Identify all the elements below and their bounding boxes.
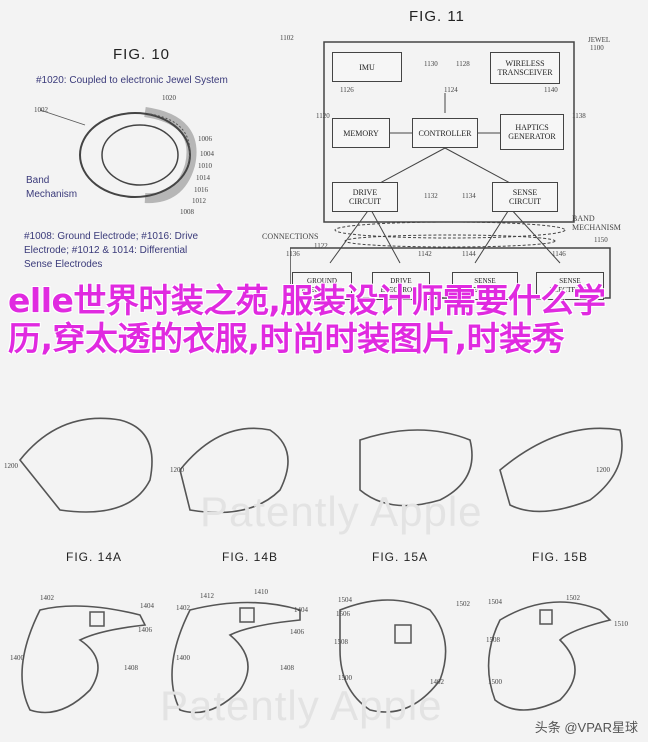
fig14a-ref-1400: 1400 xyxy=(10,654,24,662)
fig11-ref-1142: 1142 xyxy=(418,250,432,258)
fig11-ref-1130: 1130 xyxy=(424,60,438,68)
fig11-box-sense-electrode-2: SENSE ELECTRODE xyxy=(536,272,604,300)
fig14b-ref-1406: 1406 xyxy=(290,628,304,636)
fig11-box-haptics: HAPTICS GENERATOR xyxy=(500,114,564,150)
fig14a-ref-1408: 1408 xyxy=(124,664,138,672)
fig11-ref-1128: 1128 xyxy=(456,60,470,68)
fig14b-title: FIG. 14B xyxy=(222,550,279,564)
fig10-ref-1016: 1016 xyxy=(194,186,208,194)
fig11-band-label: BAND MECHANISM xyxy=(572,214,621,232)
fig14a-title: FIG. 14A xyxy=(66,550,123,564)
fig15b-ref-1508: 1508 xyxy=(486,636,500,644)
fig11-ref-1146: 1146 xyxy=(552,250,566,258)
fig11-ref-1126: 1126 xyxy=(340,86,354,94)
fig10-band-label: Band Mechanism xyxy=(26,175,78,200)
fig11-ref-1138: 1138 xyxy=(572,112,586,120)
fig10-ref-1004: 1004 xyxy=(200,150,214,158)
fig15a-ref-1504: 1504 xyxy=(338,596,352,604)
fig14b-ref-1404: 1404 xyxy=(294,606,308,614)
fig14a-ref-1404: 1404 xyxy=(140,602,154,610)
fig15b-ref-1504: 1504 xyxy=(488,598,502,606)
source-credit: 头条 @VPAR星球 xyxy=(534,720,638,735)
fig11-box-imu: IMU xyxy=(332,52,402,82)
fig10-ref-1014: 1014 xyxy=(196,174,210,182)
fig10-ref-1006: 1006 xyxy=(198,135,212,143)
fig15b-ref-1502: 1502 xyxy=(566,594,580,602)
fig11-ref-1132: 1132 xyxy=(424,192,438,200)
fig11-ref-1144: 1144 xyxy=(462,250,476,258)
fig11-jewel-ref: 1100 xyxy=(590,44,604,52)
mid-hands-drawing xyxy=(18,417,623,514)
fig11-connections-label: CONNECTIONS xyxy=(262,232,319,241)
fig15a-ref-1402: 1402 xyxy=(430,678,444,686)
fig11-box-wireless: WIRELESS TRANSCEIVER xyxy=(490,52,560,84)
fig11-box-sense: SENSE CIRCUIT xyxy=(492,182,558,212)
fig15a-ref-1500: 1500 xyxy=(338,674,352,682)
fig11-box-sense-electrode-1: SENSE ELECTRODE xyxy=(452,272,518,300)
fig10-ring-drawing xyxy=(39,107,197,204)
fig11-ref-1140: 1140 xyxy=(544,86,558,94)
fig11-box-drive-electrode: DRIVE ELECTRODE xyxy=(372,272,430,300)
overlay-headline: elle世界时装之苑,服装设计师需要什么学历,穿太透的衣服,时尚时装图片,时装秀 xyxy=(8,281,606,358)
fig10-ref-1012: 1012 xyxy=(192,197,206,205)
fig10-title: FIG. 10 xyxy=(113,46,171,63)
fig11-ref-1134: 1134 xyxy=(462,192,476,200)
fig11-box-controller: CONTROLLER xyxy=(412,118,478,148)
fig11-box-ground-electrode: GROUND ELECTRODE xyxy=(292,272,352,300)
fig15a-title: FIG. 15A xyxy=(372,550,429,564)
fig11-frame xyxy=(290,41,611,299)
fig11-title: FIG. 11 xyxy=(409,8,465,25)
fig11-ref-1120: 1120 xyxy=(316,112,330,120)
fig10-ref-1008: 1008 xyxy=(180,208,194,216)
fig11-ref-1122: 1122 xyxy=(314,242,328,250)
fig14b-ref-1402: 1402 xyxy=(176,604,190,612)
fig15b-ref-1510: 1510 xyxy=(614,620,628,628)
watermark-middle: Patently Apple xyxy=(200,488,483,535)
fig11-ref-1150: 1150 xyxy=(594,236,608,244)
fig15a-ref-1502: 1502 xyxy=(456,600,470,608)
mid-ref-2: 1200 xyxy=(170,466,184,474)
fig10-ref-1002: 1002 xyxy=(34,106,48,114)
fig11-ref-1102: 1102 xyxy=(280,34,294,42)
fig10-ref-1010: 1010 xyxy=(198,162,212,170)
bottom-hands-drawing xyxy=(21,599,612,714)
fig14a-ref-1402: 1402 xyxy=(40,594,54,602)
fig14b-ref-1412: 1412 xyxy=(200,592,214,600)
fig14b-ref-1400: 1400 xyxy=(176,654,190,662)
fig11-box-drive: DRIVE CIRCUIT xyxy=(332,182,398,212)
fig10-subtitle: #1020: Coupled to electronic Jewel Syste… xyxy=(36,75,228,86)
mid-ref-3: 1200 xyxy=(596,466,610,474)
fig14a-ref-1406: 1406 xyxy=(138,626,152,634)
fig10-ref-1020: 1020 xyxy=(162,94,176,102)
fig11-ref-1136: 1136 xyxy=(286,250,300,258)
fig15b-ref-1500: 1500 xyxy=(488,678,502,686)
fig15a-ref-1506: 1506 xyxy=(336,610,350,618)
fig15a-ref-1508: 1508 xyxy=(334,638,348,646)
fig11-jewel-label: JEWEL xyxy=(588,36,611,44)
fig10-caption: #1008: Ground Electrode; #1016: Drive El… xyxy=(24,231,198,270)
fig11-ref-1124: 1124 xyxy=(444,86,458,94)
fig14b-ref-1410: 1410 xyxy=(254,588,268,596)
fig14b-ref-1408: 1408 xyxy=(280,664,294,672)
fig11-box-memory: MEMORY xyxy=(332,118,390,148)
fig15b-title: FIG. 15B xyxy=(532,550,589,564)
mid-ref-1: 1200 xyxy=(4,462,18,470)
watermark-bottom: Patently Apple xyxy=(160,682,443,729)
